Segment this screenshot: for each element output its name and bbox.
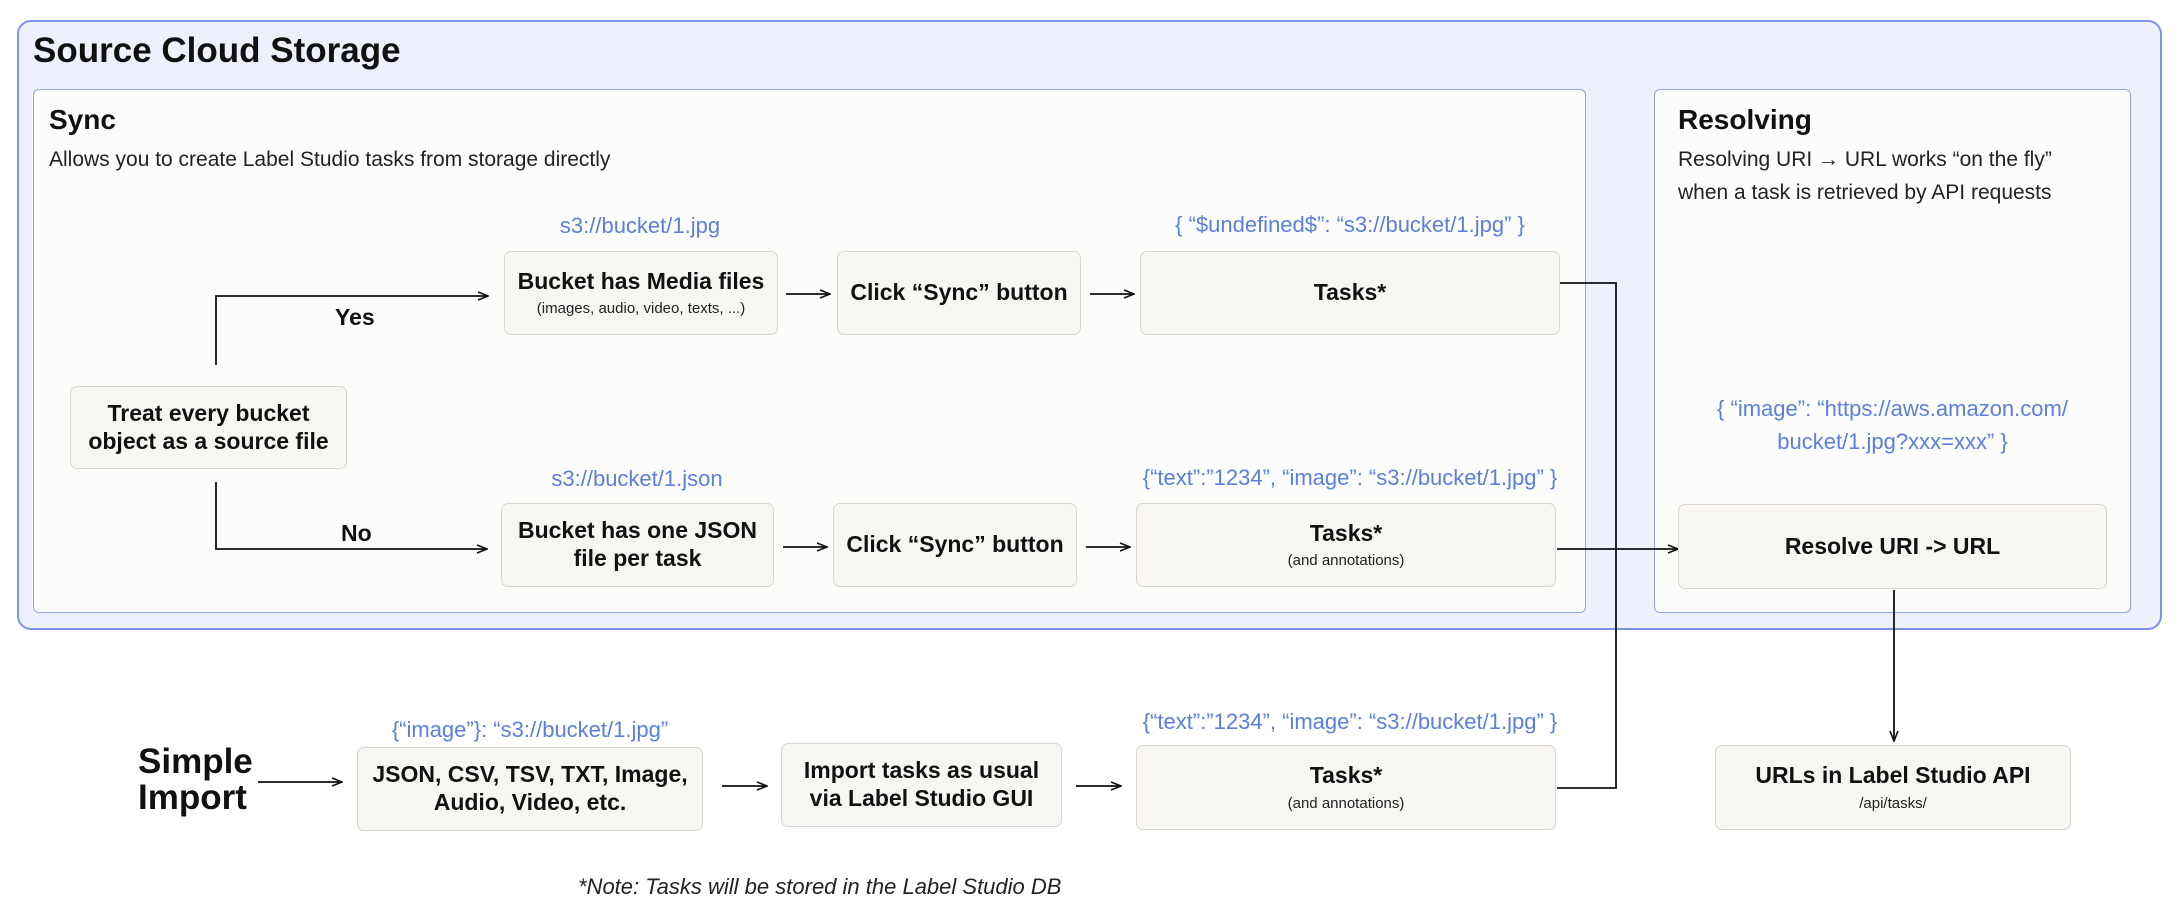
urls-label-studio-api-node: URLs in Label Studio API /api/tasks/ (1715, 745, 2071, 830)
bucket-media-files-node: Bucket has Media files (images, audio, v… (504, 251, 778, 335)
treat-node-line-1: Treat every bucket (107, 399, 310, 426)
simple-import-line-1: Simple (138, 742, 253, 781)
tasks-node-3-subtitle: (and annotations) (1287, 794, 1405, 812)
tasks-node-2-title: Tasks* (1309, 519, 1383, 546)
simple-import-label: Simple Import (138, 744, 253, 815)
formats-node-line-1: JSON, CSV, TSV, TXT, Image, (372, 761, 688, 788)
yes-label: Yes (335, 304, 375, 330)
tasks-node-3-title: Tasks* (1309, 762, 1383, 789)
resolving-title: Resolving (1678, 104, 1812, 135)
media-node-title: Bucket has Media files (517, 267, 765, 294)
json-node-line-2: file per task (573, 545, 702, 571)
formats-json-example: {“image”}: “s3://bucket/1.jpg” (391, 717, 669, 742)
urls-api-node-subtitle: /api/tasks/ (1859, 794, 1927, 812)
resolve-uri-url-node: Resolve URI -> URL (1678, 504, 2107, 589)
resolving-description: Resolving URI → URL works “on the fly” w… (1678, 144, 2052, 209)
resolved-url-example-line-2: bucket/1.jpg?xxx=xxx” } (1777, 429, 2008, 454)
click-sync-button-node-2: Click “Sync” button (833, 503, 1077, 587)
formats-node-line-2: Audio, Video, etc. (433, 789, 627, 815)
treat-node-line-2: object as a source file (88, 427, 329, 454)
tasks-1-json-example: { “$undefined$”: “s3://bucket/1.jpg” } (1175, 212, 1525, 237)
storage-footnote: *Note: Tasks will be stored in the Label… (578, 874, 1062, 899)
click-sync-button-node-1: Click “Sync” button (837, 251, 1081, 335)
media-path-example: s3://bucket/1.jpg (559, 213, 721, 238)
sync-description: Allows you to create Label Studio tasks … (49, 148, 611, 171)
tasks-3-json-example: {“text”:”1234”, “image”: “s3://bucket/1.… (1142, 709, 1558, 734)
import-gui-node-line-1: Import tasks as usual (803, 757, 1040, 784)
yes-branch-arrow (215, 296, 488, 365)
tasks-2-json-example: {“text”:”1234”, “image”: “s3://bucket/1.… (1142, 465, 1558, 490)
no-label: No (341, 520, 372, 546)
tasks-1-connector (1560, 282, 1617, 549)
import-gui-node: Import tasks as usual via Label Studio G… (781, 743, 1062, 827)
tasks-node-1: Tasks* (1140, 251, 1560, 335)
simple-import-line-2: Import (138, 777, 247, 817)
sync-title: Sync (49, 104, 116, 135)
bucket-json-file-node: Bucket has one JSON file per task (501, 503, 774, 587)
json-path-example: s3://bucket/1.json (551, 466, 723, 491)
sync-node-1-title: Click “Sync” button (850, 279, 1068, 306)
resolving-description-line-1: Resolving URI → URL works “on the fly” (1678, 148, 2052, 171)
source-cloud-storage-title: Source Cloud Storage (33, 31, 401, 70)
tasks-3-connector (1557, 549, 1617, 789)
json-node-line-1: Bucket has one JSON (517, 517, 758, 544)
resolving-description-line-2: when a task is retrieved by API requests (1678, 180, 2052, 204)
resolved-url-example: { “image”: “https://aws.amazon.com/ buck… (1654, 392, 2131, 458)
tasks-node-1-title: Tasks* (1313, 279, 1387, 306)
media-node-subtitle: (images, audio, video, texts, ...) (536, 300, 746, 318)
import-gui-node-line-2: via Label Studio GUI (809, 785, 1034, 811)
urls-api-node-title: URLs in Label Studio API (1755, 762, 2031, 789)
resolve-node-title: Resolve URI -> URL (1784, 532, 2001, 559)
tasks-node-3: Tasks* (and annotations) (1136, 745, 1556, 830)
import-formats-node: JSON, CSV, TSV, TXT, Image, Audio, Video… (357, 747, 703, 831)
no-branch-arrow (215, 482, 487, 549)
resolved-url-example-line-1: { “image”: “https://aws.amazon.com/ (1717, 396, 2068, 421)
tasks-node-2-subtitle: (and annotations) (1287, 552, 1405, 570)
tasks-node-2: Tasks* (and annotations) (1136, 503, 1556, 587)
sync-node-2-title: Click “Sync” button (846, 531, 1064, 558)
treat-every-bucket-node: Treat every bucket object as a source fi… (70, 386, 347, 469)
